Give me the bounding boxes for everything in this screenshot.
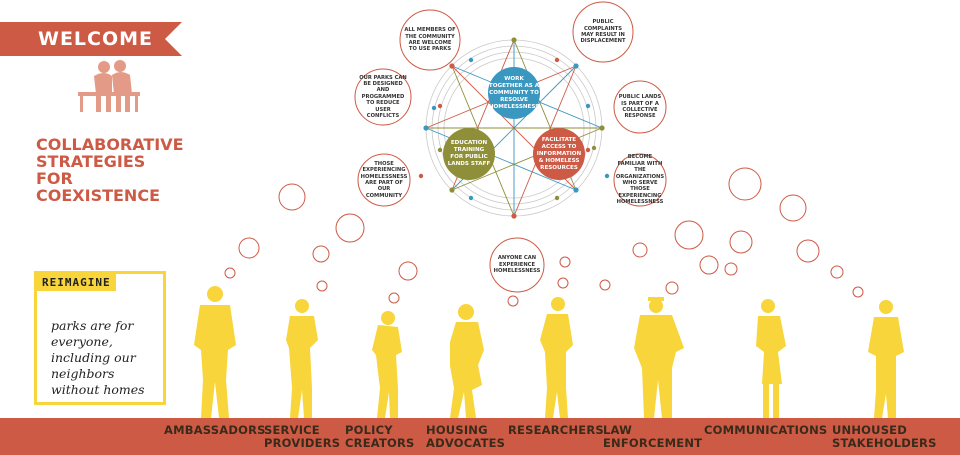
title-line-2: STRATEGIES [36,152,146,171]
label-housing-advocates: HOUSING ADVOCATES [426,423,506,450]
bubble-anyone: ANYONE CAN EXPERIENCE HOMELESSNESS [493,255,541,275]
label-researchers: RESEARCHERS [508,423,604,437]
bench-couple-icon [78,60,140,112]
title-line-1: COLLABORATIVE [36,135,184,154]
figure-researcher [540,297,573,418]
welcome-heading: WELCOME [38,28,154,50]
bubble-all-members: ALL MEMBERS OF THE COMMUNITY ARE WELCOME… [404,27,456,53]
bubble-experiencing: THOSE EXPERIENCING HOMELESSNESS ARE PART… [360,160,408,199]
node-education [443,128,495,180]
label-communications: COMMUNICATIONS [704,423,828,437]
bubble-complaints: PUBLIC COMPLAINTS MAY RESULT IN DISPLACE… [580,19,626,45]
title-line-3: FOR [36,169,73,188]
main-title: COLLABORATIVE STRATEGIES FOR COEXISTENCE [36,136,206,204]
title-line-4: COEXISTENCE [36,186,160,205]
label-policy-creators: POLICY CREATORS [345,423,415,450]
figure-communications [756,299,786,418]
label-ambassadors: AMBASSADORS [164,423,266,437]
ring-nodes [418,37,610,219]
figure-policy-creator [372,311,402,418]
figure-service-provider [286,299,318,418]
label-unhoused-stakeholders: UNHOUSED STAKEHOLDERS [832,423,937,450]
label-law-enforcement: LAW ENFORCEMENT [603,423,703,450]
node-community [488,67,540,119]
figure-housing-advocate [450,304,484,418]
reimagine-label: REIMAGINE [37,274,116,291]
bubble-familiar: BECOME FAMILIAR WITH THE ORGANIZATIONS W… [615,154,665,205]
figure-ambassador [194,286,236,418]
node-education-text: EDUCATION TRAINING FOR PUBLIC LANDS STAF… [447,140,491,167]
thought-trails [224,167,864,307]
bubble-public-lands: PUBLIC LANDS IS PART OF A COLLECTIVE RES… [618,94,662,120]
ground-band [0,418,960,455]
node-community-text: WORK TOGETHER AS A COMMUNITY TO RESOLVE … [488,75,540,110]
banner-shape [0,22,182,56]
figure-law-enforcement [634,297,684,418]
reimagine-box: REIMAGINE parks are for everyone, includ… [34,271,166,405]
node-facilitate-text: FACILITATE ACCESS TO INFORMATION & HOMEL… [536,136,582,171]
figure-unhoused [868,300,904,418]
outer-bubbles [354,1,667,293]
label-service-providers: SERVICE PROVIDERS [264,423,341,450]
reimagine-quote: parks are for everyone, including our ne… [51,318,145,397]
silhouettes [194,286,904,418]
node-facilitate [533,128,585,180]
bubble-parks-designed: OUR PARKS CAN BE DESIGNED AND PROGRAMMED… [359,74,407,120]
